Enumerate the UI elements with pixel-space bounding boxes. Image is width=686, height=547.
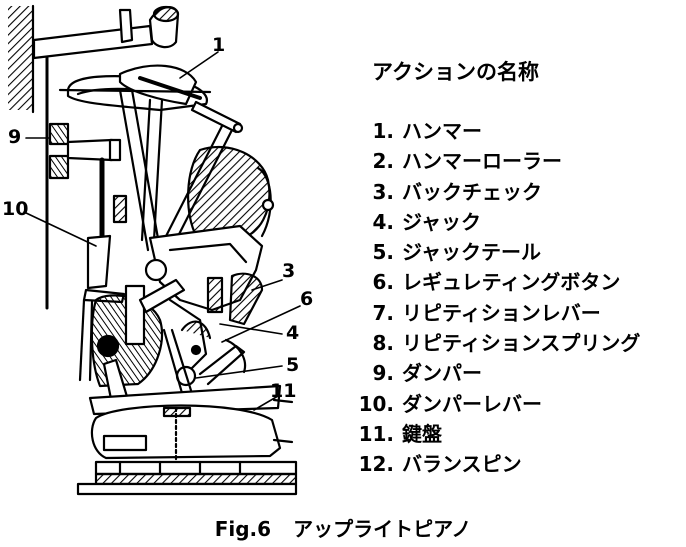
wippen — [90, 278, 247, 406]
legend-number: 8. — [372, 331, 394, 356]
callout-11: 11 — [270, 380, 297, 402]
legend-label: ハンマー — [402, 119, 482, 143]
legend-number: 1. — [372, 119, 394, 143]
legend-number: 5. — [372, 240, 394, 265]
legend-label: ジャック — [402, 209, 481, 234]
rail-felt — [187, 145, 275, 242]
key — [88, 384, 294, 472]
legend-number: 10. — [358, 391, 394, 416]
legend-number: 12. — [358, 452, 394, 477]
legend-item: 5. ジャックテール — [350, 237, 640, 267]
legend-item: 3. バックチェック — [350, 177, 640, 207]
callout-3: 3 — [282, 260, 296, 282]
legend-label: 鍵盤 — [402, 421, 442, 446]
legend-item: 8. リピティションスプリング — [350, 328, 640, 358]
top-rod — [32, 5, 180, 60]
legend-label: バックチェック — [402, 179, 542, 204]
callout-6: 6 — [300, 288, 314, 310]
figure-number: Fig.6 — [214, 517, 272, 541]
callout-5: 5 — [286, 354, 300, 376]
parts-legend: 1. ハンマー 2. ハンマーローラー 3. バックチェック 4. ジャック 5. ジャッ… — [350, 116, 641, 480]
legend-number: 7. — [372, 300, 394, 325]
callout-9: 9 — [8, 126, 22, 148]
legend-label: バランスピン — [402, 452, 522, 477]
legend-label: リピティションスプリング — [402, 331, 641, 356]
legend-label: リピティションレバー — [402, 300, 601, 325]
legend-item: 10. ダンパーレバー — [350, 389, 640, 419]
wall — [8, 4, 35, 114]
legend-label: ダンパー — [402, 361, 482, 386]
legend-label: ダンパーレバー — [402, 391, 542, 416]
legend-item: 7. リピティションレバー — [350, 298, 640, 328]
legend-item: 9. ダンパー — [350, 358, 640, 388]
legend-item: 2. ハンマーローラー — [350, 146, 640, 176]
legend-number: 9. — [372, 361, 394, 386]
callout-1: 1 — [212, 34, 226, 56]
callout-4: 4 — [286, 322, 300, 344]
back-check — [228, 272, 264, 326]
figure-caption: Fig.6 アップライトピアノ — [0, 513, 686, 542]
legend-item: 11. 鍵盤 — [350, 419, 640, 449]
leader-lines — [23, 51, 301, 411]
legend-item: 12. バランスピン — [350, 449, 640, 479]
figure-title: アップライトピアノ — [293, 517, 472, 541]
legend-title: アクションの名称 — [372, 60, 539, 84]
keybed — [76, 460, 298, 496]
legend-number: 3. — [372, 179, 394, 204]
hammer — [58, 64, 244, 134]
legend-label: ジャックテール — [402, 240, 541, 265]
legend-number: 2. — [372, 149, 394, 174]
legend-label: ハンマーローラー — [402, 149, 562, 174]
callout-10: 10 — [2, 198, 29, 220]
legend-item: 6. レギュレティングボタン — [350, 267, 640, 297]
legend-label: レギュレティングボタン — [402, 270, 621, 295]
legend-item: 1. ハンマー — [350, 116, 640, 146]
legend-number: 11. — [358, 421, 394, 446]
legend-number: 4. — [372, 209, 394, 234]
legend-item: 4. ジャック — [350, 207, 640, 237]
legend-number: 6. — [372, 270, 394, 295]
